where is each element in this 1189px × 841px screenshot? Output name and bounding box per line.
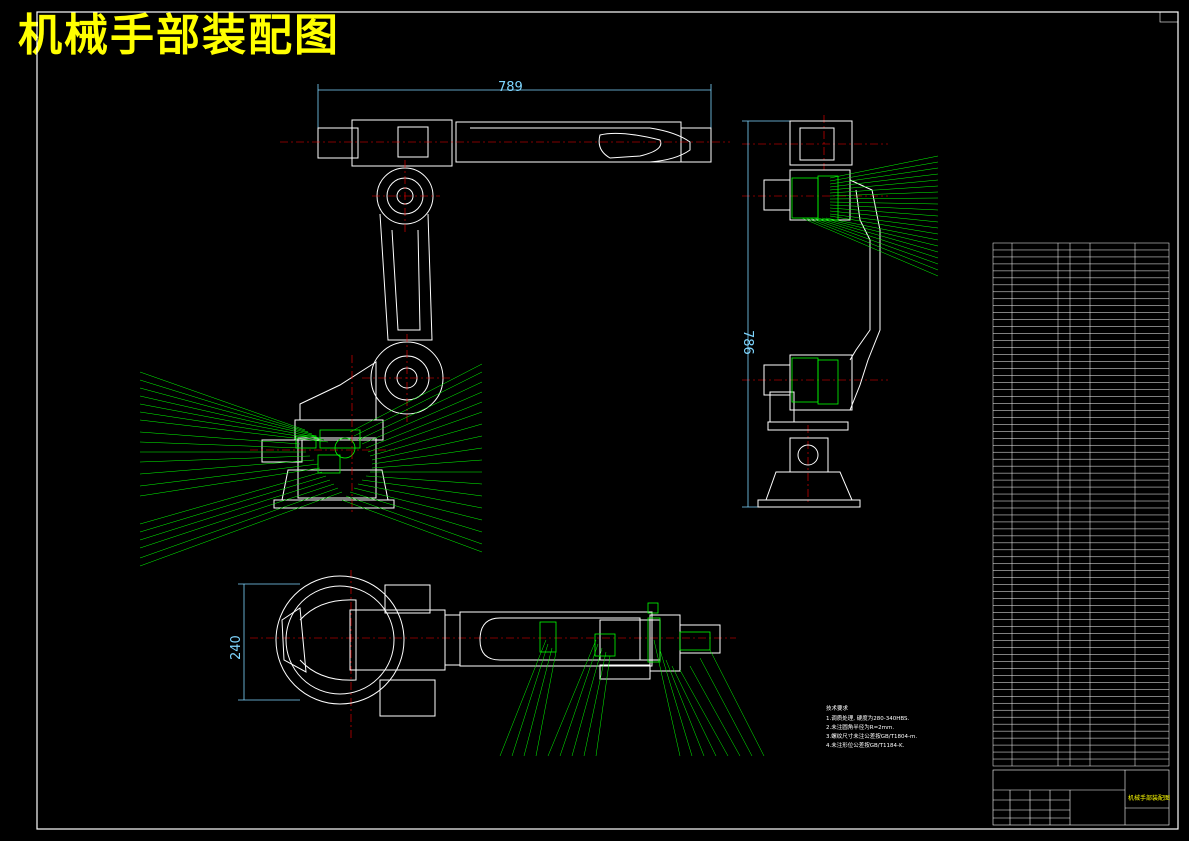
side-view: 786 — [740, 120, 881, 508]
dimension-side-height — [742, 120, 790, 508]
frame-corner-mark — [1159, 11, 1179, 23]
leader-lines-plan — [499, 639, 765, 757]
dimension-top-width-label: 789 — [498, 80, 523, 95]
notes-heading: 技术要求 — [826, 704, 849, 712]
dimension-side-height-label: 786 — [740, 330, 755, 355]
notes-item-4: 4.未注形位公差按GB/T1184-K. — [826, 741, 905, 749]
drawing-title: 机械手部装配图 — [18, 10, 340, 61]
front-view: 789 — [261, 80, 712, 509]
notes-item-1: 1.调质处理, 硬度为280-340HBS. — [826, 714, 910, 722]
title-block — [992, 769, 1170, 826]
drawing-frame — [36, 11, 1179, 830]
dimension-top-width — [317, 84, 712, 128]
center-lines — [250, 115, 888, 740]
technical-notes: 技术要求 1.调质处理, 硬度为280-340HBS. 2.未注圆角半径为R=2… — [826, 704, 917, 749]
leader-lines-front — [139, 363, 483, 567]
plan-view: 240 — [229, 575, 721, 717]
leader-lines-side — [801, 155, 939, 277]
dimension-plan-height — [238, 583, 300, 701]
notes-item-2: 2.未注圆角半径为R=2mm. — [826, 723, 894, 731]
notes-item-3: 3.螺纹尺寸未注公差按GB/T1804-m. — [826, 732, 917, 740]
dimension-plan-height-label: 240 — [229, 635, 244, 660]
parts-list-table — [992, 242, 1170, 767]
title-block-drawing-name: 机械手部装配图 — [1128, 794, 1170, 802]
